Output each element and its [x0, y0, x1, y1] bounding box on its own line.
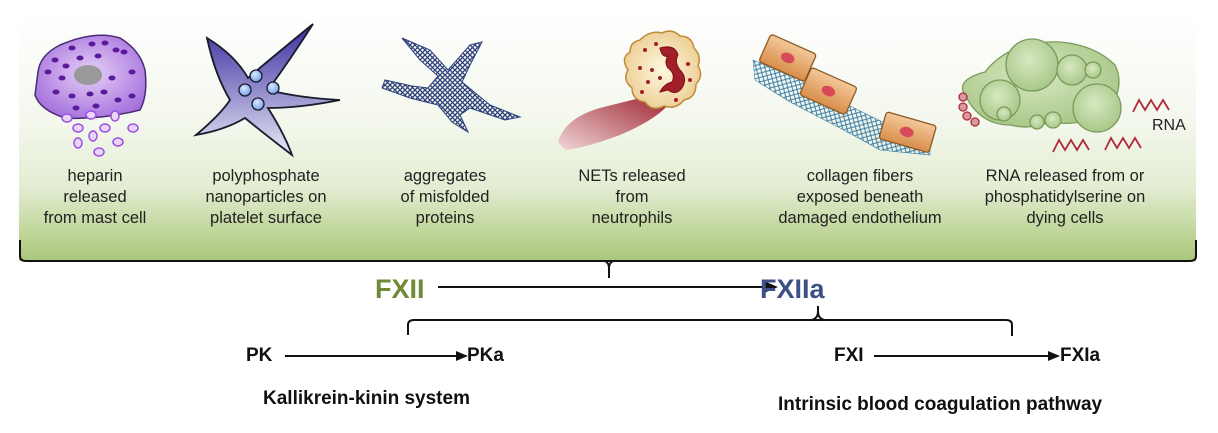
platelet-icon — [192, 23, 341, 158]
neutrophil-net-icon — [558, 30, 702, 150]
caption-nets: NETs released from neutrophils — [537, 166, 727, 229]
caption-line: collagen fibers — [806, 167, 914, 185]
kallikrein-kinin-system-label: Kallikrein-kinin system — [263, 388, 470, 409]
dying-cell-icon — [958, 38, 1122, 133]
caption-line: exposed beneath — [796, 188, 924, 206]
caption-line: damaged endothelium — [778, 209, 942, 227]
caption-misfolded-proteins: aggregates of misfolded proteins — [350, 166, 540, 229]
collagen-endothelium-icon — [752, 34, 937, 156]
rna-label: RNA — [1152, 117, 1186, 134]
caption-line: of misfolded — [400, 188, 490, 206]
caption-line: dying cells — [1026, 209, 1104, 227]
fxiia-bracket — [407, 306, 1013, 336]
caption-line: NETs released — [578, 167, 686, 185]
caption-heparin: heparin released from mast cell — [0, 166, 190, 229]
activators-bracket — [19, 240, 1197, 278]
caption-collagen: collagen fibers exposed beneath damaged … — [760, 166, 960, 229]
pk-label: PK — [246, 345, 273, 366]
caption-polyphosphate: polyphosphate nanoparticles on platelet … — [171, 166, 361, 229]
caption-line: proteins — [415, 209, 475, 227]
caption-line: aggregates — [403, 167, 487, 185]
protein-aggregate-icon — [381, 37, 522, 134]
rna-strand-icon — [1052, 98, 1170, 153]
caption-line: from mast cell — [43, 209, 147, 227]
caption-line: phosphatidylserine on — [984, 188, 1146, 206]
caption-line: neutrophils — [591, 209, 673, 227]
pka-label: PKa — [467, 345, 504, 366]
mast-cell-icon — [34, 34, 147, 157]
fxiia-label: FXIIa — [760, 274, 825, 304]
intrinsic-pathway-label: Intrinsic blood coagulation pathway — [778, 394, 1103, 415]
fxi-label: FXI — [834, 345, 864, 366]
pk-activation-arrow — [285, 351, 468, 361]
fxii-label: FXII — [375, 274, 425, 304]
caption-line: heparin — [67, 167, 123, 185]
caption-line: polyphosphate — [212, 167, 320, 185]
caption-rna-ps: RNA released from or phosphatidylserine … — [960, 166, 1170, 229]
caption-line: RNA released from or — [985, 167, 1145, 185]
fxi-activation-arrow — [874, 351, 1060, 361]
caption-line: nanoparticles on — [205, 188, 327, 206]
caption-line: platelet surface — [210, 209, 322, 227]
fxia-label: FXIa — [1060, 345, 1101, 366]
caption-line: released — [63, 188, 127, 206]
caption-line: from — [615, 188, 649, 206]
fxii-activation-arrow — [438, 281, 778, 293]
